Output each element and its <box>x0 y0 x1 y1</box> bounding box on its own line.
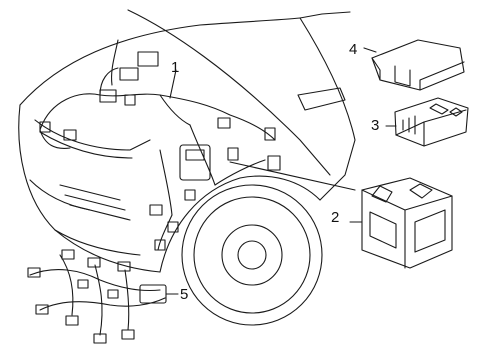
callout-1-label: 1 <box>171 59 180 76</box>
vehicle-outline <box>18 9 356 273</box>
wheel <box>181 184 323 326</box>
fuse-relay-block <box>385 97 469 147</box>
callout-3-label: 3 <box>371 117 380 134</box>
fuse-box-cover <box>363 39 465 91</box>
callout-2-label: 2 <box>331 209 340 226</box>
engine-wiring-harness <box>39 39 281 251</box>
junction-leader-line <box>229 161 356 191</box>
sub-wiring-harness <box>27 249 179 344</box>
callout-5-label: 5 <box>180 286 189 303</box>
junction-block <box>349 177 453 269</box>
callout-4-label: 4 <box>349 41 358 58</box>
